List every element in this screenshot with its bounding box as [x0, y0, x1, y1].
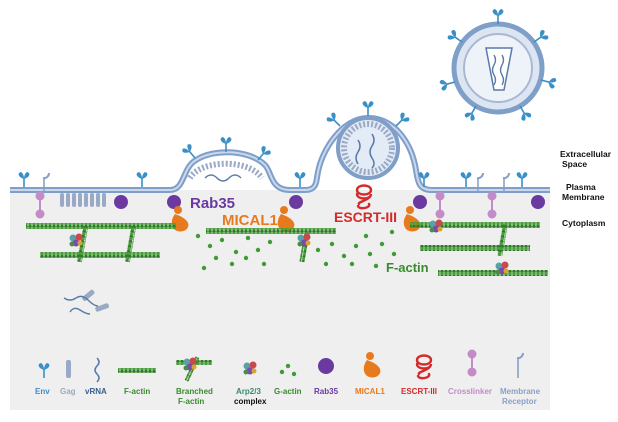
label-escrt-iii: ESCRT-III	[334, 209, 397, 225]
legend-label-gag: Gag	[60, 387, 76, 396]
gag-lattice-bud1	[187, 160, 265, 181]
vrna-mature	[491, 54, 505, 86]
legend-gag-icon	[66, 360, 71, 378]
legend-branched-f-actin-icon	[176, 356, 212, 382]
gag-lattice-bud2	[341, 121, 395, 175]
legend-label-g-actin: G-actin	[274, 387, 302, 396]
label-f-actin: F-actin	[386, 260, 429, 275]
legend-label-escrt-iii: ESCRT-III	[401, 387, 437, 396]
legend: Env Gag vRNA F-actin Branched F-actin Ar…	[35, 348, 541, 406]
plasma-membrane	[10, 114, 550, 193]
label-mical1: MICAL1	[222, 212, 278, 229]
env-icon	[515, 171, 529, 188]
label-plasma-membrane-2: Membrane	[562, 192, 605, 202]
legend-vrna-icon	[94, 357, 100, 383]
viral-capsid	[485, 47, 513, 91]
legend-rab35-icon	[318, 358, 334, 374]
label-plasma-membrane-1: Plasma	[566, 182, 596, 192]
rab35-circle	[167, 195, 181, 209]
legend-label-rab35: Rab35	[314, 387, 339, 396]
f-actin-network	[26, 222, 548, 276]
env-icon	[17, 171, 31, 188]
legend-label-receptor-1: Membrane	[500, 387, 541, 396]
label-cytoplasm: Cytoplasm	[562, 218, 606, 228]
legend-label-receptor-2: Receptor	[502, 397, 537, 406]
legend-arp23-icon	[243, 361, 257, 375]
vrna-bud1	[204, 174, 242, 182]
rab35-circle	[114, 195, 128, 209]
label-extracellular-2: Space	[562, 159, 587, 169]
rab35-circle	[289, 195, 303, 209]
legend-label-complex: complex	[234, 397, 267, 406]
legend-g-actin-icon	[279, 363, 297, 377]
env-icon	[135, 171, 149, 188]
label-rab35: Rab35	[190, 195, 235, 212]
legend-label-arp23: Arp2/3	[236, 387, 261, 396]
legend-label-branched-2: F-actin	[178, 397, 204, 406]
g-actin-monomers	[195, 229, 397, 271]
rab35-circle	[413, 195, 427, 209]
legend-label-vrna: vRNA	[85, 387, 107, 396]
free-gag-vrna	[63, 289, 110, 315]
legend-label-env: Env	[35, 387, 50, 396]
legend-label-mical1: MICAL1	[355, 387, 385, 396]
legend-label-crosslinker: Crosslinker	[448, 387, 492, 396]
env-icon	[459, 171, 473, 188]
legend-label-f-actin: F-actin	[124, 387, 150, 396]
label-extracellular-1: Extracellular	[560, 149, 612, 159]
arp23-icon	[297, 233, 311, 247]
rab35-circle	[531, 195, 545, 209]
legend-label-branched-1: Branched	[176, 387, 213, 396]
vrna-bud2	[355, 133, 375, 169]
env-icon	[293, 171, 307, 188]
env-icon	[361, 100, 375, 117]
legend-membrane-receptor-icon	[516, 352, 524, 378]
gag-cluster	[60, 193, 106, 207]
arp23-icon	[429, 219, 443, 233]
arp23-icon	[495, 261, 509, 275]
plasma-membrane-inner	[10, 116, 550, 191]
arp23-icon	[69, 233, 83, 247]
legend-f-actin-icon	[118, 368, 156, 373]
